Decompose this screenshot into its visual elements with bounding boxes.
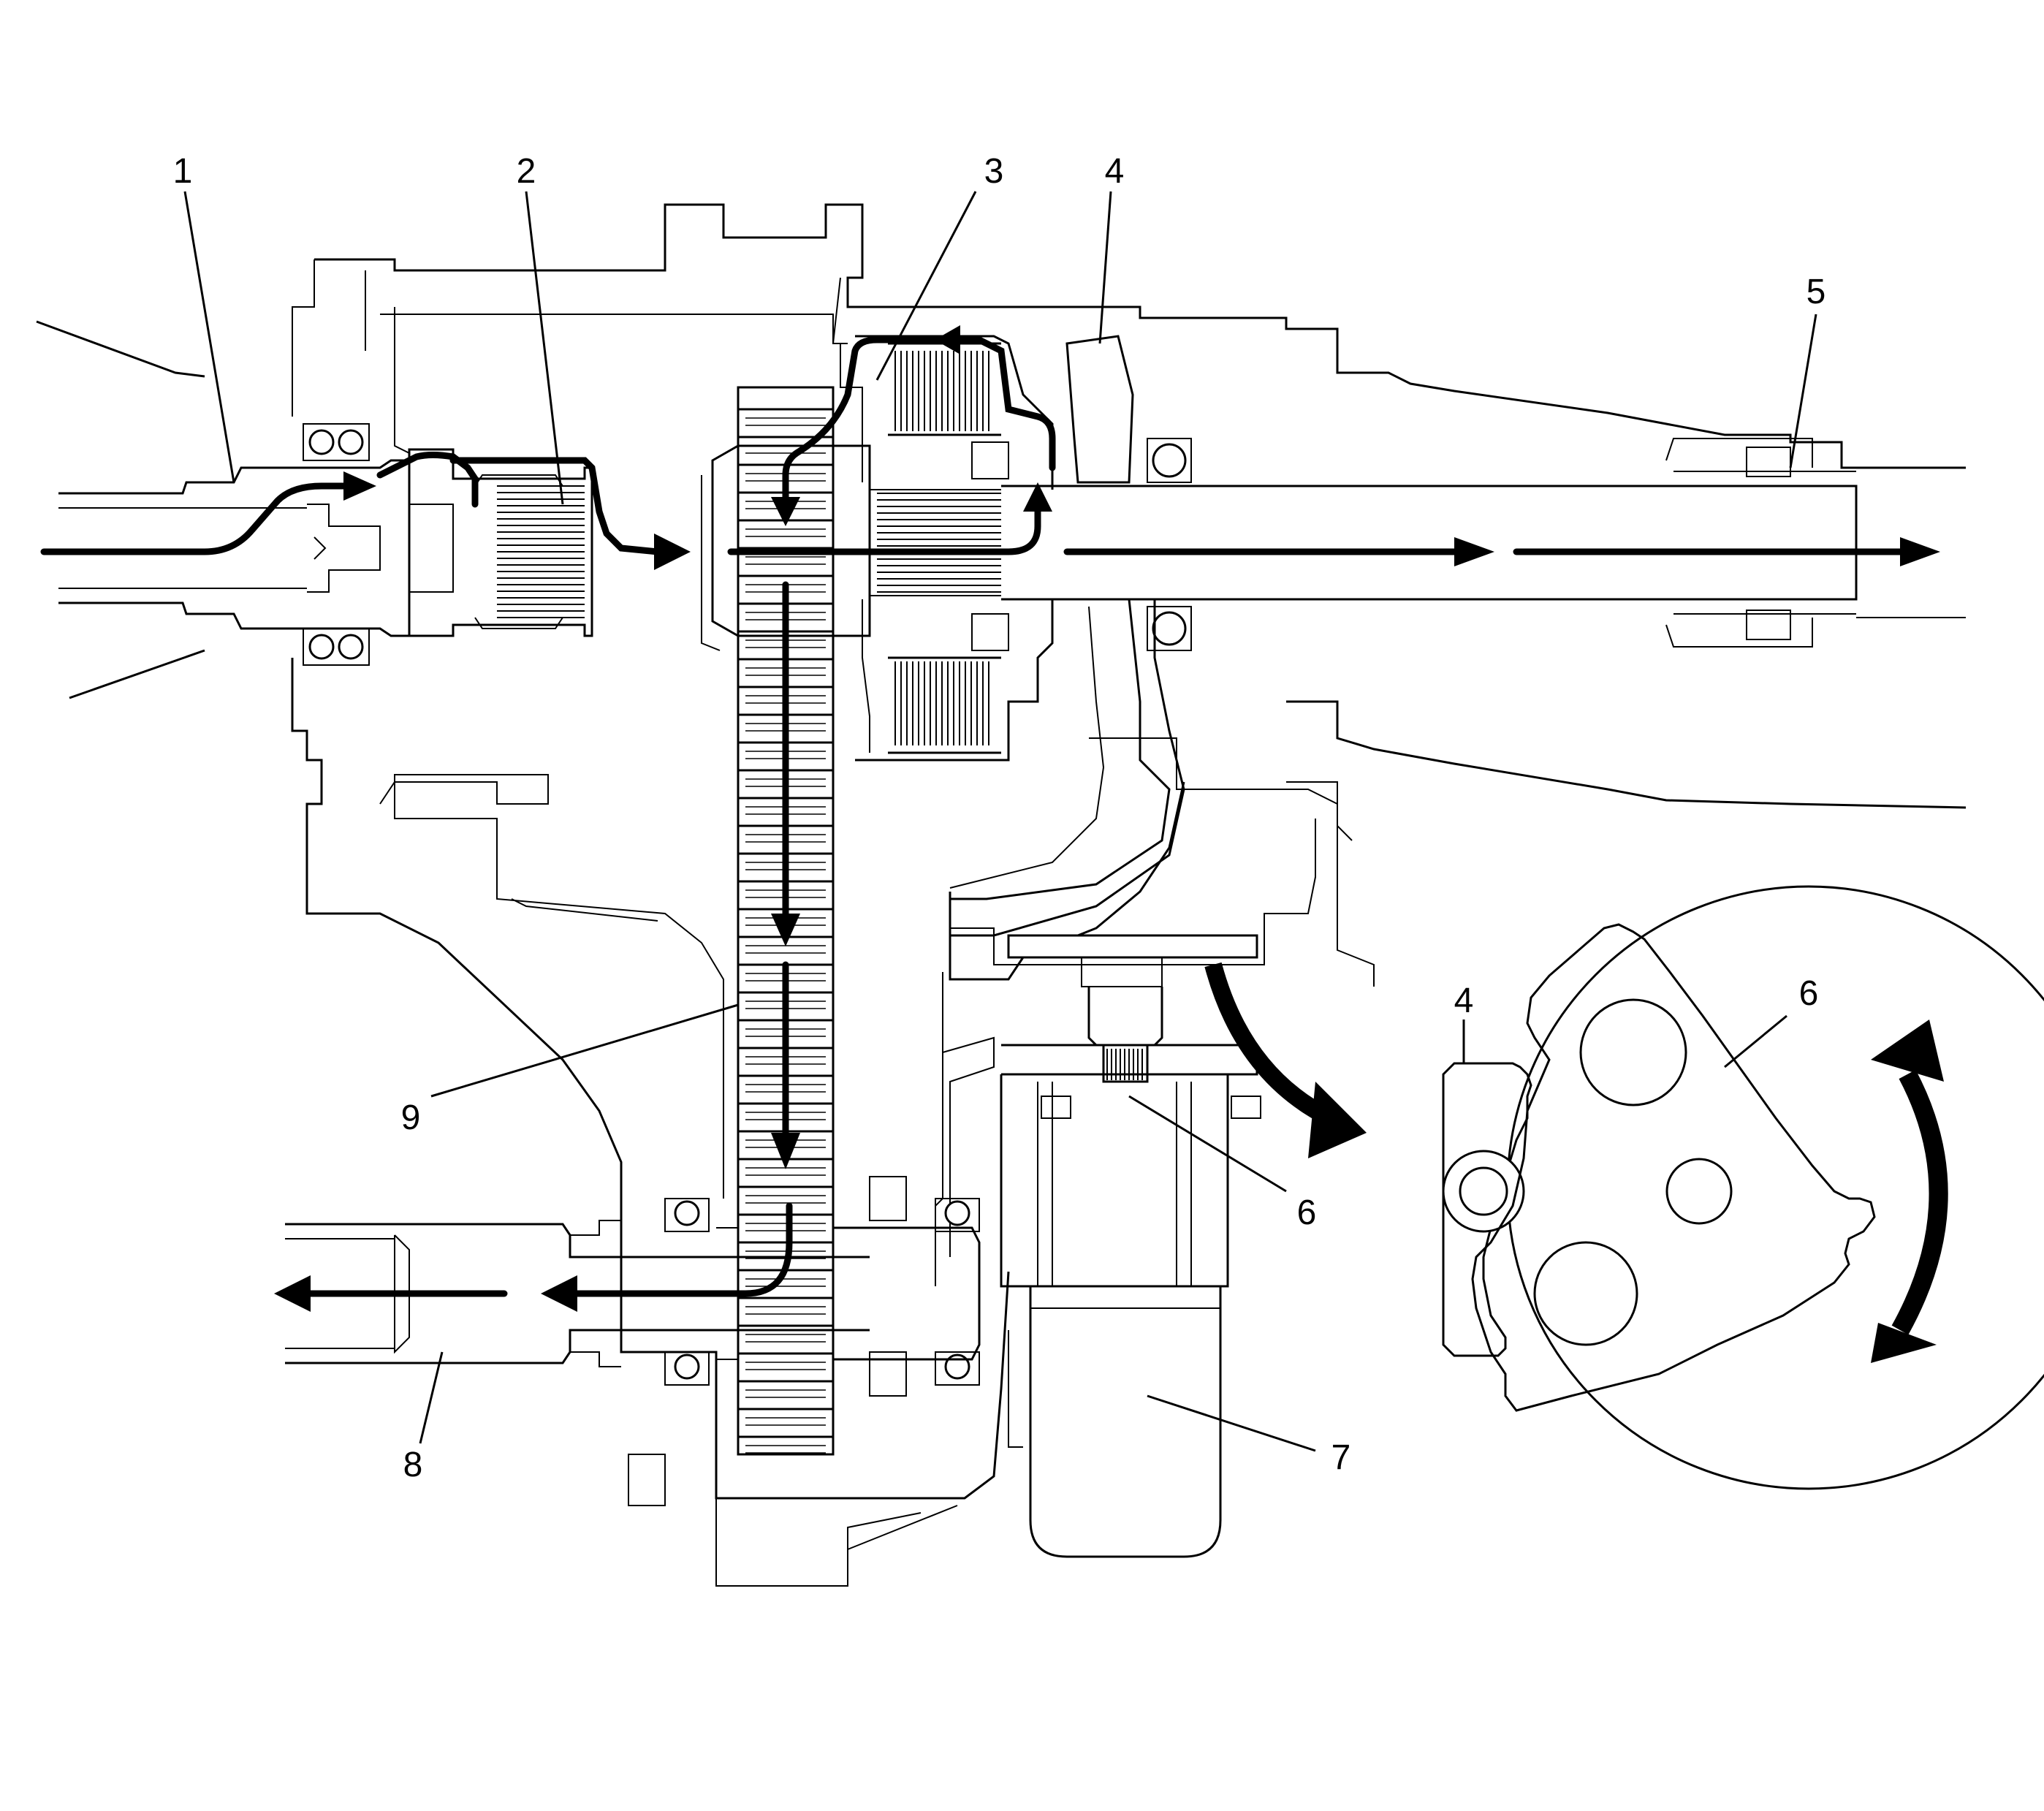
callout-leaders [36,191,1817,1452]
leader-1c [69,649,205,699]
motor-gear-shaft [1081,957,1163,1083]
leader-8 [419,1351,444,1444]
leader-2 [525,191,564,505]
power-flow-arrows [40,325,1948,1363]
front-flow-arrowhead [541,1275,577,1312]
leader-1b [36,320,205,378]
transfer-case-housing [291,203,1967,1587]
detail-pointer-arrow [1204,962,1334,1126]
chain-down-arrowhead-top [771,497,800,526]
chain-down-arrowhead-2 [771,1133,800,1169]
rear-output-arrowhead-1 [1454,537,1494,566]
callout-7: 7 [1331,1438,1351,1477]
leader-9 [430,1003,739,1098]
cam-rotation-arrowhead-bottom [1871,1323,1937,1363]
front-output-arrowhead [274,1275,311,1312]
clutch-plates [888,342,1001,754]
callout-9: 9 [401,1098,421,1137]
clutch-flow-path [782,336,1056,508]
leader-1 [183,191,235,483]
front-flow-path [574,1202,793,1297]
input-shaft [58,449,411,637]
callout-1: 1 [173,152,193,191]
cam-detail-view [1442,885,2044,1490]
chain-down-arrowhead-1 [771,914,800,946]
hub-flow-path-2 [449,457,661,555]
leader-6 [1128,1095,1287,1193]
output-spline-teeth [877,493,1001,593]
callout-5: 5 [1806,273,1826,311]
cam-rotation-arrow [1891,1069,1948,1335]
detail-callout-6: 6 [1799,974,1819,1013]
callout-2: 2 [517,152,536,191]
front-output-shaft [285,1220,870,1367]
callout-4: 4 [1105,152,1125,191]
bearings [303,423,1192,1397]
detail-callout-4: 4 [1454,982,1474,1020]
leader-5 [1789,314,1817,468]
leader-7 [1147,1394,1316,1452]
leader-3 [875,191,977,381]
callout-3: 3 [984,152,1004,191]
leader-detail-6 [1724,1014,1787,1068]
input-flow-arrow-path [40,482,354,555]
clutch-hub-spline-teeth [497,485,585,618]
cam-rotation-arrowhead-top [1871,1020,1944,1082]
pinion-spline-teeth [1106,1049,1143,1080]
callout-8: 8 [403,1446,423,1484]
callout-6: 6 [1297,1193,1317,1232]
shift-plate [1007,934,1258,959]
clutch-pack [855,335,1054,762]
callout-labels: 1 2 3 4 5 6 7 8 9 4 6 [173,152,1826,1484]
rear-flow-path [727,501,1041,555]
input-flow-arrowhead [343,471,376,501]
driven-sprocket [716,1226,981,1361]
rear-output-arrowhead-2 [1900,537,1940,566]
clutch-hub-spline [408,448,593,637]
rear-output-shaft [870,438,1966,648]
leader-4 [1098,191,1112,344]
actuator-lever [949,335,1185,937]
hub-flow-arrowhead [654,534,691,570]
rear-flow-upturn-arrowhead [1023,482,1052,512]
detail-pointer-arrowhead [1308,1082,1367,1158]
clutch-flow-arrowhead-top [935,325,960,354]
motor-housing [1000,1044,1261,1558]
